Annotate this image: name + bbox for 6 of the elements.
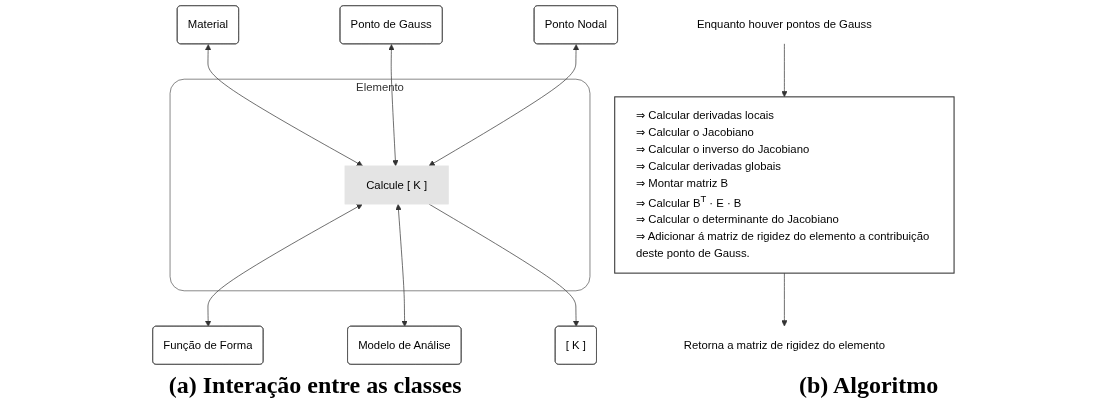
figure-caption: (b) Algoritmo — [798, 372, 939, 400]
node-text: Retorna a matriz de rigidez do elemento — [683, 338, 886, 351]
figure-caption: (a) Interação entre as classes — [168, 372, 462, 400]
node-box: Calcule [ K ] — [344, 165, 449, 205]
node-text: Enquanto houver pontos de Gauss — [697, 18, 872, 31]
node-box: ⇒ Calcular derivadas locais ⇒ Calcular o Jacobiano ⇒ Calcular o inverso do Jacobiano ⇒ Calcular derivadas globais ⇒ Montar matriz B ⇒ Calcular B$^{T}$ · E · B ⇒ Calcular o determinante do Jacobiano ⇒ Adicionar á matriz de rigidez do elemento a contribuição deste ponto de Gauss. — [614, 96, 955, 274]
